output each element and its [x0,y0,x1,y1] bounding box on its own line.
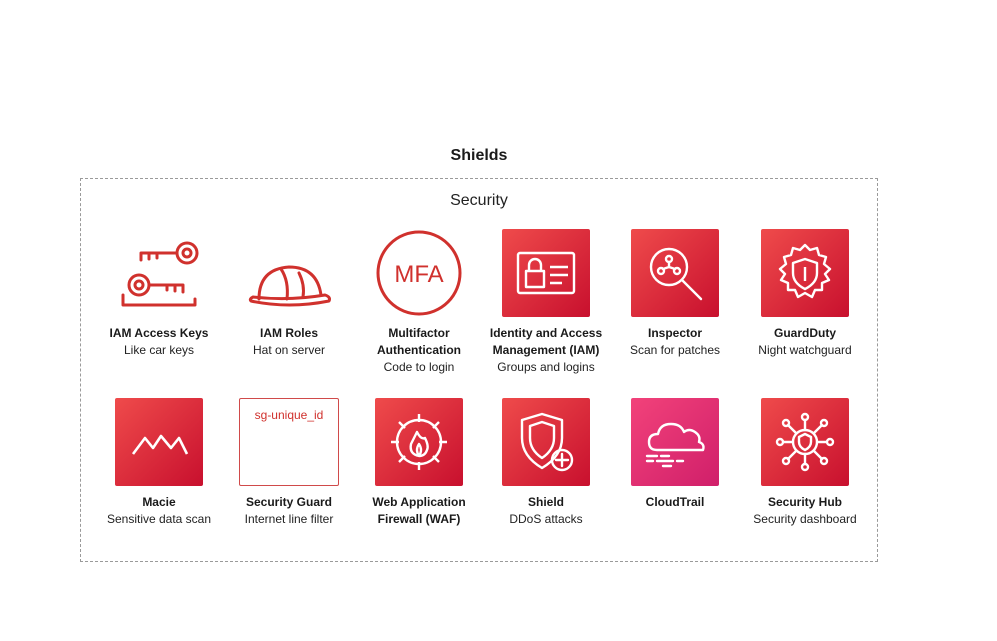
service-name: CloudTrail [645,495,705,509]
service-security-hub[interactable]: Security Hub Security dashboard [740,398,870,528]
service-desc: Groups and logins [497,360,595,374]
service-iam-roles[interactable]: IAM Roles Hat on server [224,229,354,359]
service-desc: Sensitive data scan [106,512,212,526]
security-group-box [80,178,878,562]
service-iam[interactable]: Identity and Access Management (IAM) Gro… [481,229,611,376]
service-name: Inspector [647,326,702,340]
service-name: Identity and Access Management (IAM) [489,326,603,357]
service-waf[interactable]: Web Application Firewall (WAF) [354,398,484,528]
service-name: Macie [142,495,176,509]
hard-hat-icon [245,229,333,317]
service-inspector[interactable]: Inspector Scan for patches [610,229,740,359]
firewall-icon [375,398,463,486]
mfa-icon-text: MFA [394,261,443,288]
service-name: Security Guard [245,495,333,509]
placeholder-icon: sg-unique_id [239,398,339,486]
service-desc: Code to login [383,360,455,374]
macie-icon [115,398,203,486]
magnifier-icon [631,229,719,317]
service-desc: Scan for patches [629,343,721,357]
group-label: Security [450,192,508,209]
service-desc: Like car keys [123,343,195,357]
service-desc: Hat on server [252,343,326,357]
service-iam-access-keys[interactable]: IAM Access Keys Like car keys [94,229,224,359]
service-name: Multifactor Authentication [377,326,461,357]
service-name: GuardDuty [773,326,836,340]
placeholder-id-text: sg-unique_id [254,408,324,422]
service-desc: Internet line filter [244,512,334,526]
shield-plus-icon [502,398,590,486]
service-security-guard[interactable]: sg-unique_id Security Guard Internet lin… [224,398,354,528]
service-name: Shield [527,495,564,509]
mfa-icon: MFA [375,229,463,317]
service-desc: Night watchguard [758,343,852,357]
service-name: Security Hub [767,495,842,509]
shield-gear-icon [761,229,849,317]
service-name: Web Application Firewall (WAF) [372,495,466,526]
page-title: Shields [450,147,508,164]
service-guardduty[interactable]: GuardDuty Night watchguard [740,229,870,359]
service-desc: Security dashboard [753,512,857,526]
service-cloudtrail[interactable]: CloudTrail [610,398,740,511]
service-name: IAM Roles [259,326,318,340]
keys-icon [115,229,203,317]
service-mfa[interactable]: MFA Multifactor Authentication Code to l… [354,229,484,376]
cloud-icon [631,398,719,486]
service-desc: DDoS attacks [509,512,583,526]
service-shield[interactable]: Shield DDoS attacks [481,398,611,528]
service-macie[interactable]: Macie Sensitive data scan [94,398,224,528]
id-card-icon [502,229,590,317]
service-name: IAM Access Keys [109,326,209,340]
hub-icon [761,398,849,486]
